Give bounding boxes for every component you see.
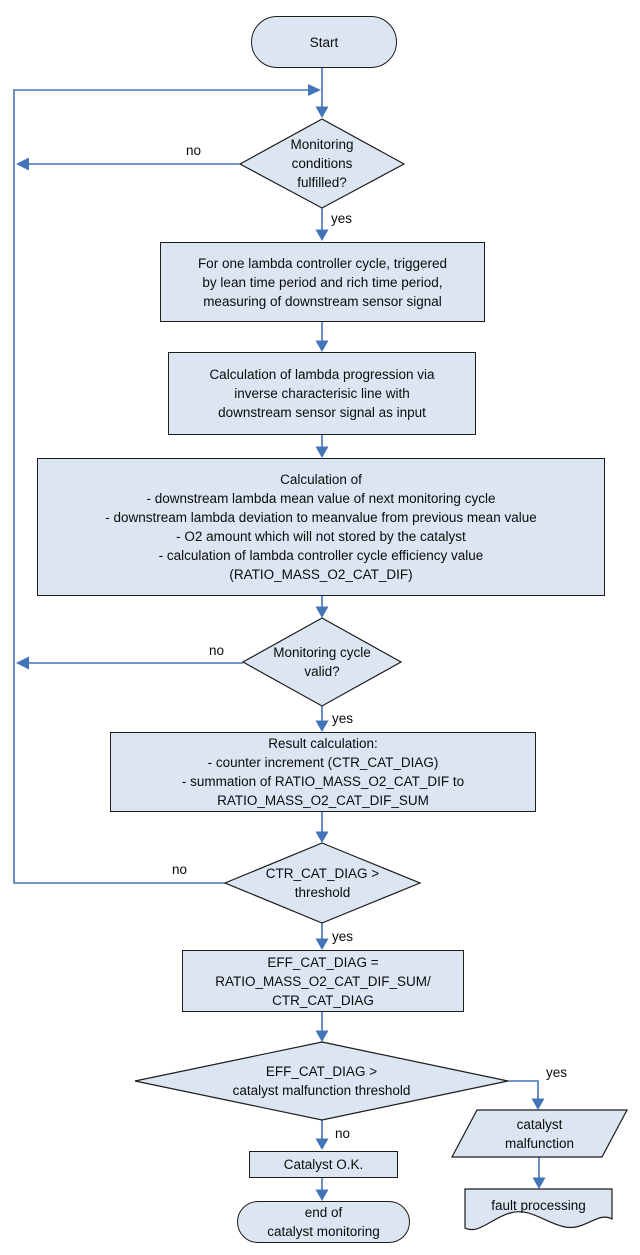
malfunction-threshold-diamond	[134, 1041, 509, 1121]
calculation-box-line: - downstream lambda mean value of next m…	[146, 491, 496, 506]
result-box-line: - counter increment (CTR_CAT_DIAG)	[207, 755, 439, 770]
connector-result-to-counter-threshold	[315, 812, 329, 843]
eff-box-line: EFF_CAT_DIAG =	[267, 954, 379, 970]
connector-feedback-trunk	[13, 84, 321, 884]
result-box-line: Result calculation:	[268, 736, 378, 751]
lambda-progression-box: Calculation of lambda progression via in…	[168, 352, 476, 435]
monitoring-conditions-text: Monitoring conditions fulfilled?	[239, 119, 405, 208]
malfunction-threshold-yes-label: yes	[546, 1065, 568, 1080]
cycle-valid-text: Monitoring cycle valid?	[243, 618, 401, 706]
monitoring-conditions-line: Monitoring	[290, 137, 354, 152]
result-box: Result calculation: - counter increment …	[110, 732, 536, 812]
catalyst-ok-box: Catalyst O.K.	[249, 1151, 398, 1178]
lambda-progression-line: Calculation of lambda progression via	[209, 367, 435, 382]
malfunction-threshold-line: EFF_CAT_DIAG >	[265, 1064, 378, 1079]
calculation-box-line: - downstream lambda deviation to meanval…	[105, 510, 537, 525]
connector-eff-to-malfunction-threshold	[315, 1012, 329, 1042]
cycle-valid-line: valid?	[304, 664, 340, 679]
start-label: Start	[309, 34, 339, 50]
measure-box-line: For one lambda controller cycle, trigger…	[197, 255, 448, 271]
measure-box: For one lambda controller cycle, trigger…	[160, 242, 485, 322]
monitoring-conditions-no-label: no	[186, 143, 202, 158]
catalyst-malfunction-text: catalyst malfunction	[452, 1110, 627, 1157]
cycle-valid-no-label: no	[209, 643, 225, 658]
connector-monitoring-conditions-yes	[315, 208, 329, 241]
connector-progression-to-calculation	[315, 435, 329, 458]
monitoring-conditions-line: fulfilled?	[297, 175, 347, 190]
connector-ok-to-end	[315, 1178, 329, 1201]
counter-threshold-text: CTR_CAT_DIAG > threshold	[225, 843, 420, 923]
result-box-line: RATIO_MASS_O2_CAT_DIF_SUM	[217, 793, 429, 808]
connector-counter-threshold-yes	[315, 923, 329, 950]
connector-start-to-monitoring-conditions	[315, 68, 329, 118]
connector-cycle-valid-no	[16, 656, 243, 670]
counter-threshold-yes-label: yes	[332, 929, 354, 944]
catalyst-malfunction-parallelogram	[451, 1109, 628, 1158]
connector-cycle-valid-yes	[315, 706, 329, 732]
counter-threshold-line: threshold	[294, 885, 351, 900]
counter-threshold-no-label: no	[172, 862, 188, 877]
counter-threshold-line: CTR_CAT_DIAG >	[265, 866, 380, 881]
calculation-box-line: Calculation of	[280, 472, 362, 487]
catalyst-malfunction-line: catalyst	[516, 1116, 563, 1132]
calculation-box-line: - calculation of lambda controller cycle…	[158, 548, 484, 563]
malfunction-threshold-text: EFF_CAT_DIAG > catalyst malfunction thre…	[135, 1042, 508, 1120]
measure-box-line: measuring of downstream sensor signal	[203, 293, 442, 309]
end-node: end of catalyst monitoring	[237, 1201, 410, 1243]
catalyst-ok-label: Catalyst O.K.	[283, 1157, 364, 1172]
cycle-valid-line: Monitoring cycle	[273, 645, 371, 660]
connector-calculation-to-cycle-valid	[315, 596, 329, 618]
connector-measure-to-progression	[315, 322, 329, 352]
connector-malfunction-threshold-no	[315, 1120, 329, 1150]
malfunction-threshold-no-label: no	[335, 1126, 351, 1141]
monitoring-conditions-diamond	[238, 118, 406, 209]
fault-processing-label: fault processing	[491, 1198, 586, 1213]
cycle-valid-yes-label: yes	[332, 711, 354, 726]
monitoring-conditions-yes-label: yes	[331, 211, 353, 226]
eff-box: EFF_CAT_DIAG = RATIO_MASS_O2_CAT_DIF_SUM…	[182, 950, 464, 1012]
connector-malfunction-to-fault-processing	[532, 1157, 546, 1189]
connector-monitoring-conditions-no	[16, 157, 239, 171]
result-box-line: - summation of RATIO_MASS_O2_CAT_DIF to	[181, 774, 465, 789]
calculation-box: Calculation of - downstream lambda mean …	[37, 458, 605, 596]
fault-processing-document	[464, 1188, 613, 1231]
lambda-progression-line: downstream sensor signal as input	[218, 405, 426, 420]
counter-threshold-diamond	[223, 842, 422, 924]
start-node: Start	[251, 16, 397, 68]
lambda-progression-line: inverse characterisic line with	[234, 386, 410, 401]
eff-box-line: CTR_CAT_DIAG	[272, 992, 374, 1008]
calculation-box-line: (RATIO_MASS_O2_CAT_DIF)	[229, 567, 413, 582]
measure-box-line: by lean time period and rich time period…	[202, 274, 443, 290]
malfunction-threshold-line: catalyst malfunction threshold	[232, 1083, 411, 1098]
calculation-box-line: - O2 amount which will not stored by the…	[176, 529, 466, 544]
fault-processing-text: fault processing	[465, 1189, 612, 1222]
eff-box-line: RATIO_MASS_O2_CAT_DIF_SUM/	[215, 973, 431, 989]
catalyst-malfunction-line: malfunction	[504, 1135, 575, 1151]
end-label-line: catalyst monitoring	[267, 1224, 380, 1239]
end-label-line: end of	[304, 1205, 343, 1220]
monitoring-conditions-line: conditions	[291, 156, 353, 171]
cycle-valid-diamond	[241, 617, 403, 707]
connector-malfunction-threshold-yes	[508, 1080, 545, 1110]
